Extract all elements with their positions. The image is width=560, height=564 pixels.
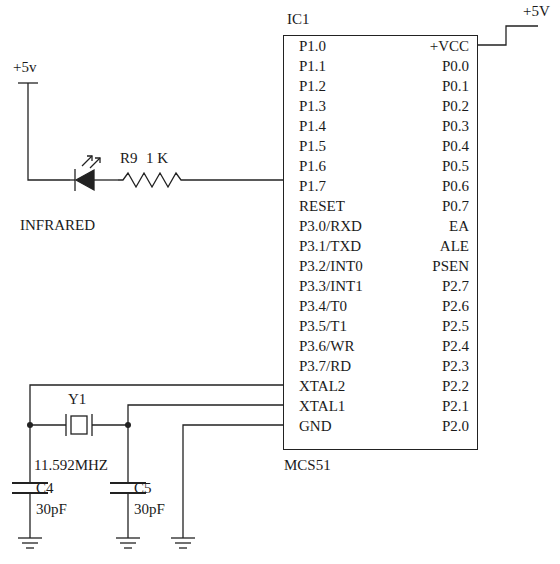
- pin-name: P2.6: [442, 297, 469, 315]
- crystal-plate: [65, 414, 66, 436]
- pin-name: P2.3: [442, 357, 469, 375]
- pin-name: P3.0/RXD: [299, 217, 362, 235]
- pin-name: P2.1: [442, 397, 469, 415]
- ir-arrow: [82, 156, 92, 166]
- led-wire: [28, 83, 70, 180]
- ic-chip: IC1P1.0P1.1P1.2P1.3P1.4P1.5P1.6P1.7RESET…: [283, 35, 478, 450]
- pin-name: P3.6/WR: [299, 337, 354, 355]
- gnd-wire: [183, 425, 283, 538]
- junction-dot: [27, 422, 131, 428]
- xtal1-wire: [128, 405, 283, 482]
- pin-name: P0.4: [442, 137, 469, 155]
- part-value: 1 K: [146, 149, 168, 167]
- pin-name: P2.0: [442, 417, 469, 435]
- pin-name: RESET: [299, 197, 345, 215]
- pin-name: P0.1: [442, 77, 469, 95]
- pin-name: XTAL1: [299, 397, 345, 415]
- pin-name: P1.7: [299, 177, 326, 195]
- part-value: 30pF: [134, 500, 165, 518]
- pin-name: GND: [299, 417, 332, 435]
- pin-name: P0.3: [442, 117, 469, 135]
- pin-name: P1.1: [299, 57, 326, 75]
- pin-name: P0.7: [442, 197, 469, 215]
- pin-name: XTAL2: [299, 377, 345, 395]
- pin-name: P2.2: [442, 377, 469, 395]
- resistor-symbol: [118, 173, 186, 187]
- pin-name: +VCC: [430, 37, 469, 55]
- part-reference: Y1: [68, 390, 86, 408]
- pin-name: P2.5: [442, 317, 469, 335]
- pin-name: P2.7: [442, 277, 469, 295]
- part-reference: R9: [120, 149, 138, 167]
- ground-symbol: [18, 538, 195, 548]
- pin-name: ALE: [440, 237, 469, 255]
- pin-name: P1.3: [299, 97, 326, 115]
- part-value: 30pF: [36, 500, 67, 518]
- supply-label: +5V: [523, 2, 550, 20]
- pin-name: P3.3/INT1: [299, 277, 363, 295]
- chip-reference: IC1: [287, 10, 310, 28]
- pin-name: P2.4: [442, 337, 469, 355]
- led-symbol: [76, 170, 94, 190]
- pin-name: P1.4: [299, 117, 326, 135]
- crystal-symbol: [71, 416, 87, 434]
- pin-name: P1.0: [299, 37, 326, 55]
- xtal2-wire: [30, 385, 283, 482]
- pin-name: P3.7/RD: [299, 357, 351, 375]
- pin-name: EA: [449, 217, 469, 235]
- chip-name: MCS51: [284, 456, 331, 474]
- pin-name: P3.5/T1: [299, 317, 347, 335]
- pin-name: P3.4/T0: [299, 297, 347, 315]
- pin-name: P1.2: [299, 77, 326, 95]
- pin-name: P3.2/INT0: [299, 257, 363, 275]
- pin-name: P1.5: [299, 137, 326, 155]
- pin-name: P0.2: [442, 97, 469, 115]
- pin-name: PSEN: [432, 257, 469, 275]
- vcc-wire: [478, 26, 538, 45]
- supply-label: +5v: [13, 58, 36, 76]
- pin-name: P0.6: [442, 177, 469, 195]
- p17-wire: [186, 179, 283, 180]
- part-label: INFRARED: [20, 216, 95, 234]
- part-reference: C4: [36, 479, 54, 497]
- pin-name: P1.6: [299, 157, 326, 175]
- pin-name: P0.0: [442, 57, 469, 75]
- part-value: 11.592MHZ: [34, 456, 108, 474]
- pin-name: P0.5: [442, 157, 469, 175]
- part-reference: C5: [134, 479, 152, 497]
- pin-name: P3.1/TXD: [299, 237, 361, 255]
